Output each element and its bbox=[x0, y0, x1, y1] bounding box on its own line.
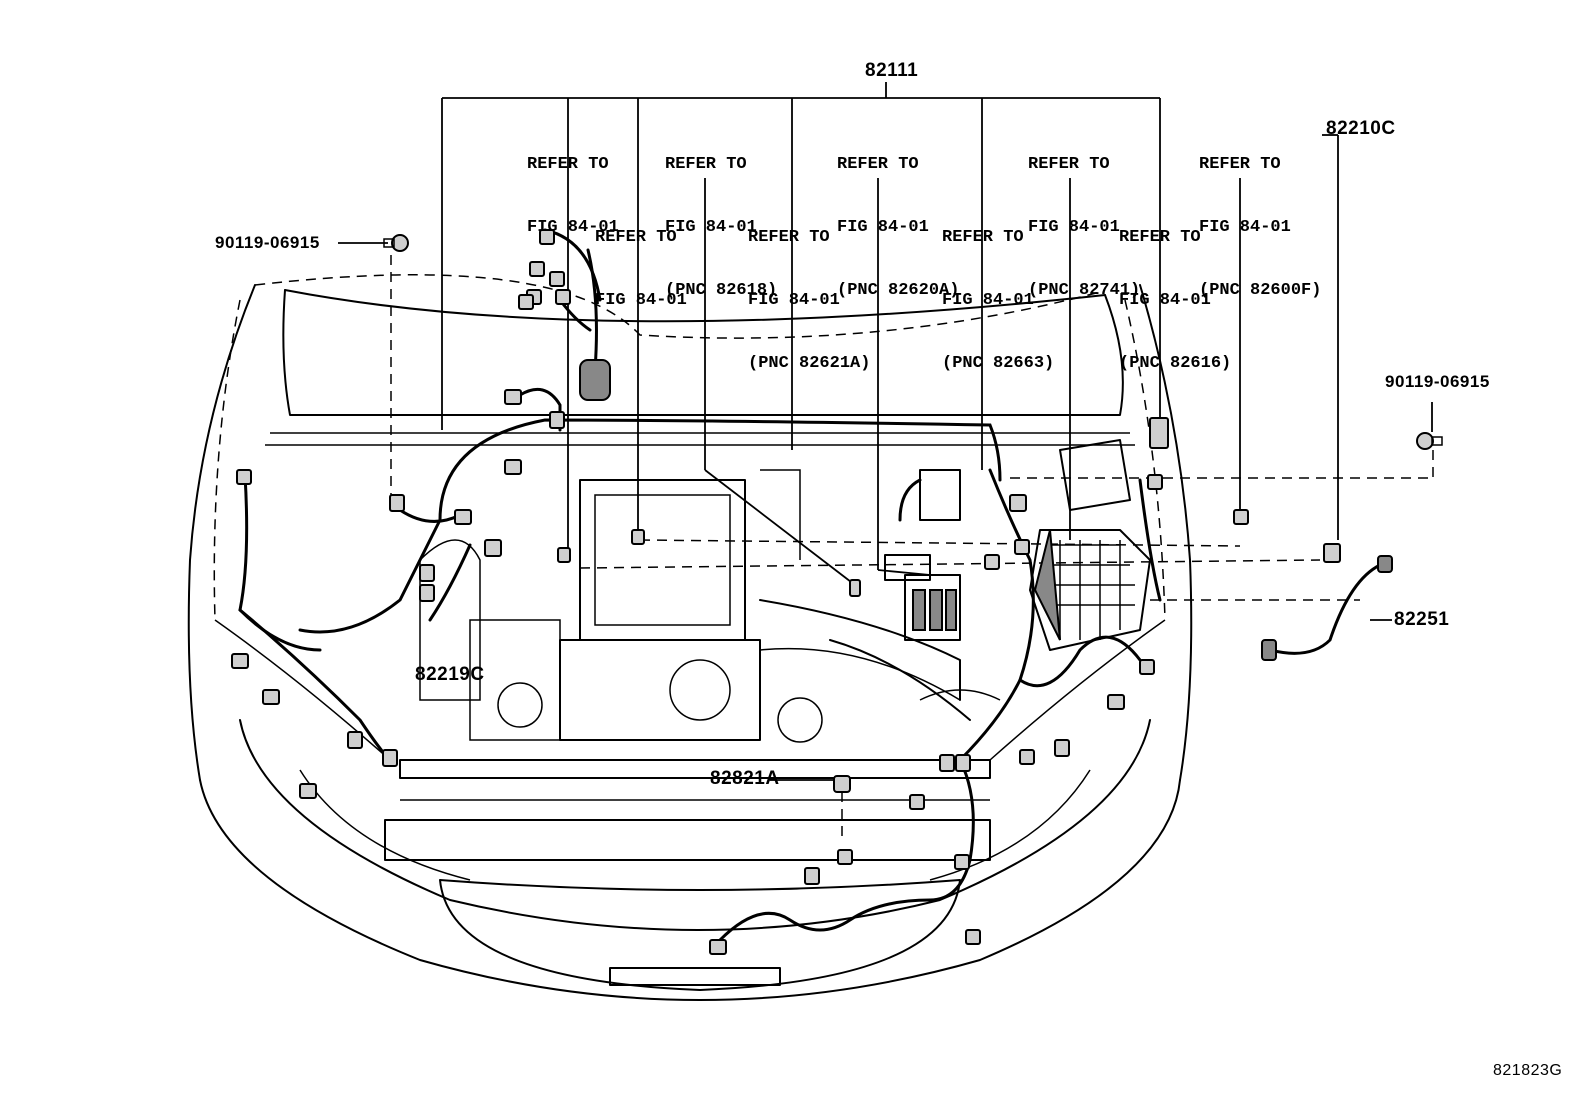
main-part-leader-bracket bbox=[441, 82, 1161, 555]
reference-line: REFER TO bbox=[1119, 228, 1201, 247]
reference-note: REFER TO FIG 84-01 (PNC 82621A) bbox=[748, 185, 870, 395]
reference-line: FIG 84-01 bbox=[665, 218, 757, 237]
bolt-right-icon bbox=[1416, 432, 1443, 450]
reference-line: FIG 84-01 bbox=[942, 291, 1034, 310]
reference-line: REFER TO bbox=[527, 155, 609, 174]
reference-note: REFER TO FIG 84-01 (PNC 82616) bbox=[1119, 185, 1231, 395]
reference-line: REFER TO bbox=[595, 228, 677, 247]
reference-line: REFER TO bbox=[748, 228, 830, 247]
part-number-82210c: 82210C bbox=[1326, 118, 1396, 139]
reference-line: FIG 84-01 bbox=[527, 218, 619, 237]
reference-line: REFER TO bbox=[837, 155, 919, 174]
part-number-82251: 82251 bbox=[1394, 609, 1450, 630]
reference-note: REFER TO FIG 84-01 (PNC 82600F) bbox=[1199, 112, 1321, 322]
reference-line: (PNC 82663) bbox=[942, 354, 1055, 373]
reference-line: FIG 84-01 bbox=[748, 291, 840, 310]
bolt-left-icon bbox=[383, 234, 409, 252]
reference-line: FIG 84-01 bbox=[1119, 291, 1211, 310]
reference-line: (PNC 82620A) bbox=[837, 281, 960, 300]
reference-line: REFER TO bbox=[1028, 155, 1110, 174]
reference-note: REFER TO FIG 84-01 (PNC 82620A) bbox=[837, 112, 959, 322]
reference-line: (PNC 82600F) bbox=[1199, 281, 1322, 300]
connectors bbox=[231, 229, 1393, 955]
reference-line: FIG 84-01 bbox=[837, 218, 929, 237]
part-number-bolt-right: 90119-06915 bbox=[1385, 372, 1490, 391]
reference-line: FIG 84-01 bbox=[595, 291, 687, 310]
reference-note: REFER TO FIG 84-01 bbox=[527, 112, 619, 301]
reference-line: FIG 84-01 bbox=[1028, 218, 1120, 237]
reference-line: (PNC 82616) bbox=[1119, 354, 1232, 373]
relay-block bbox=[1029, 439, 1151, 651]
part-number-82111: 82111 bbox=[865, 60, 919, 81]
reference-line: (PNC 82618) bbox=[665, 281, 778, 300]
reference-line: (PNC 82741) bbox=[1028, 281, 1141, 300]
part-number-82821a: 82821A bbox=[710, 768, 780, 789]
part-number-82219c: 82219C bbox=[415, 664, 485, 685]
car-body-outline bbox=[187, 274, 1193, 1001]
harness-wires bbox=[238, 228, 1382, 942]
reference-line: REFER TO bbox=[942, 228, 1024, 247]
part-number-bolt-left: 90119-06915 bbox=[215, 233, 320, 252]
figure-code: 821823G bbox=[1493, 1062, 1563, 1079]
reference-note: REFER TO FIG 84-01 (PNC 82663) bbox=[942, 185, 1054, 395]
reference-line: REFER TO bbox=[1199, 155, 1281, 174]
reference-note: REFER TO FIG 84-01 (PNC 82741) bbox=[1028, 112, 1140, 322]
dashed-guide-lines bbox=[390, 255, 1434, 840]
engine-block bbox=[419, 469, 1001, 743]
reference-note: REFER TO FIG 84-01 bbox=[595, 185, 687, 374]
reference-note: REFER TO FIG 84-01 (PNC 82618) bbox=[665, 112, 777, 322]
reference-line: (PNC 82621A) bbox=[748, 354, 871, 373]
reference-line: REFER TO bbox=[665, 155, 747, 174]
ecu-connector-block bbox=[884, 469, 961, 641]
reference-line: FIG 84-01 bbox=[1199, 218, 1291, 237]
reference-leader-lines bbox=[338, 134, 1433, 781]
